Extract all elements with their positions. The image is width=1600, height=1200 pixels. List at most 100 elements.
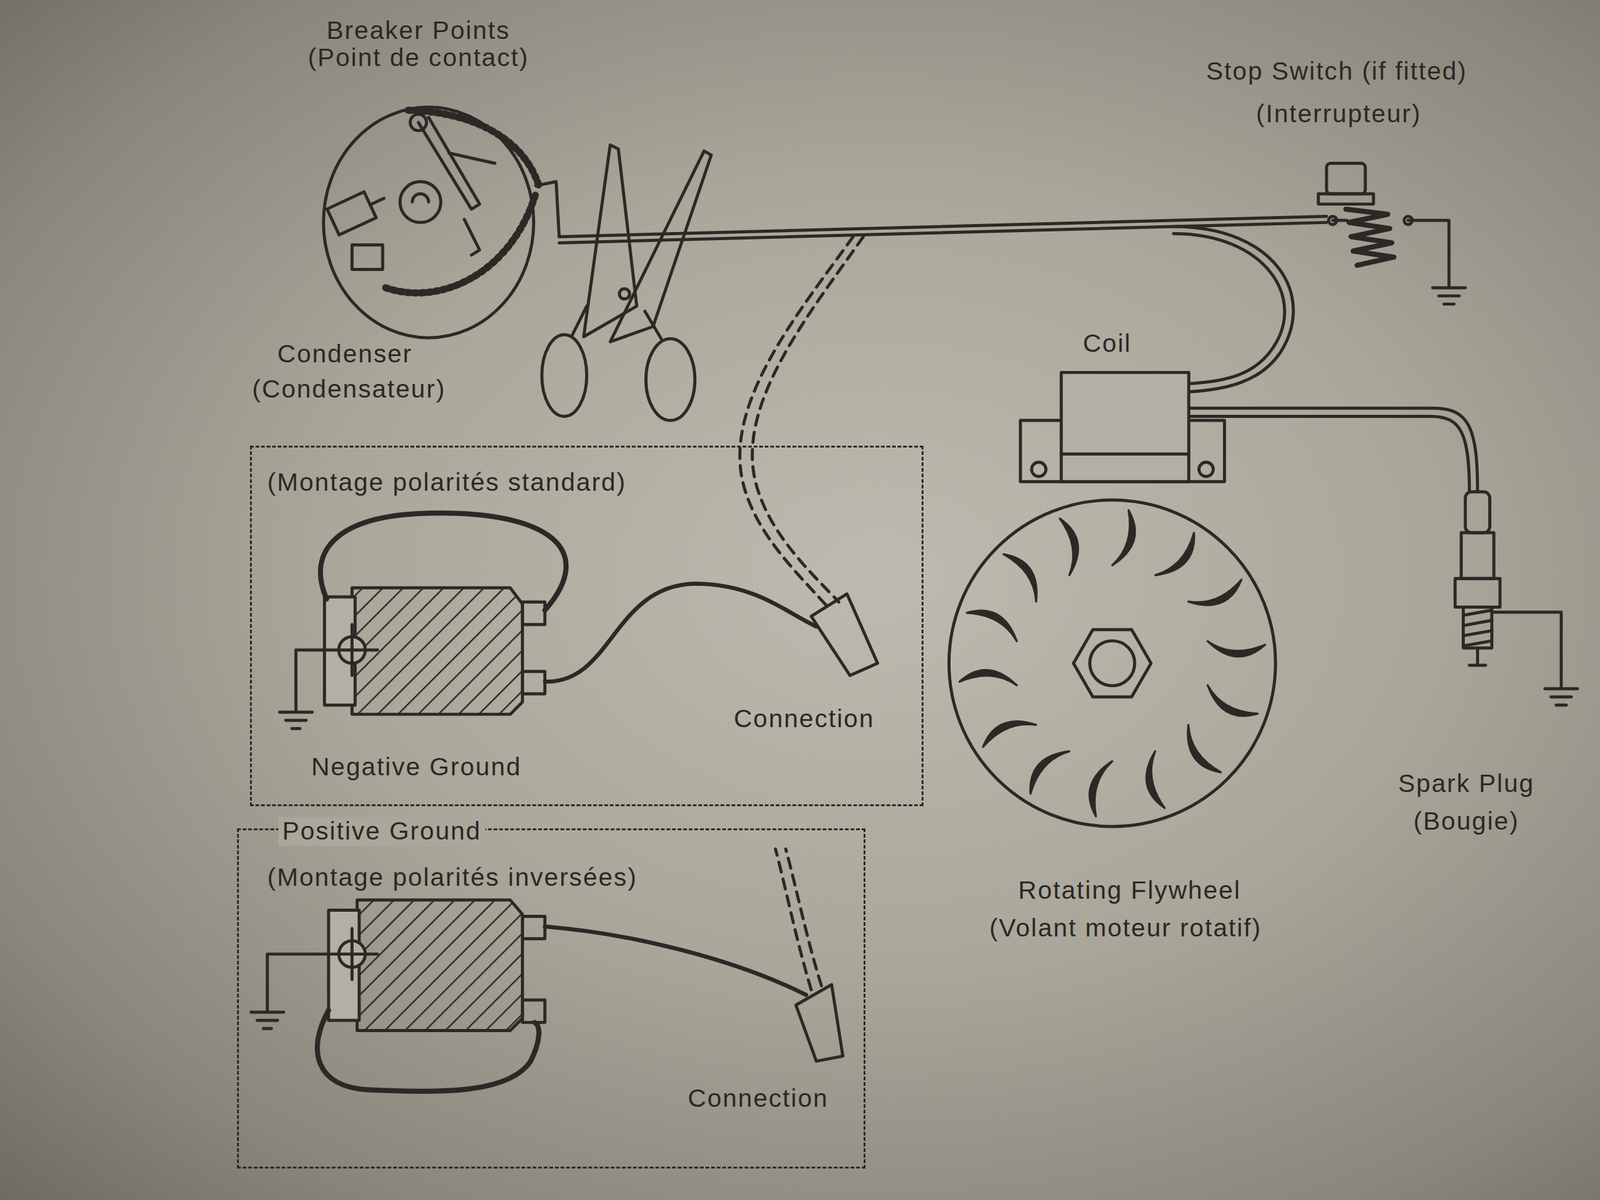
drawing-stroke [1432, 287, 1466, 304]
part-label: Breaker Points [326, 16, 511, 46]
drawing-stroke [385, 193, 536, 293]
drawing-stroke [1174, 724, 1231, 778]
drawing-stroke [1061, 454, 1189, 483]
drawing-stroke [1545, 688, 1578, 705]
drawing-stroke [1465, 491, 1491, 533]
drawing-stroke [775, 848, 812, 990]
drawing-stroke [1112, 510, 1136, 566]
coil-wire [1173, 226, 1478, 492]
drawing-stroke [327, 191, 376, 236]
drawing-stroke [418, 117, 480, 210]
ignition-module [251, 848, 844, 1092]
drawing-stroke [1173, 233, 1285, 384]
drawing-stroke [522, 671, 545, 694]
drawing-stroke [279, 650, 313, 729]
drawing-stroke [1173, 226, 1294, 392]
drawing-stroke [1188, 408, 1478, 492]
drawing-stroke [1198, 462, 1213, 477]
drawing-stroke [1031, 462, 1046, 477]
drawing-stroke [464, 219, 480, 255]
part-label: (Bougie) [1413, 806, 1520, 836]
part-label: Spark Plug [1398, 769, 1535, 799]
drawing-stroke [619, 288, 630, 300]
drawing-stroke [357, 900, 523, 1031]
drawing-stroke [522, 601, 545, 625]
drawing-stroke [571, 306, 588, 338]
drawing-stroke [323, 107, 534, 339]
drawing-stroke [448, 153, 495, 164]
box-text: Connection [733, 704, 875, 734]
drawing-stroke [1154, 525, 1200, 586]
drawing-stroke [1188, 566, 1246, 620]
drawing-stroke [610, 151, 712, 342]
drawing-stroke [795, 984, 843, 1062]
polarity-box: Positive Ground(Montage polarités invers… [237, 828, 866, 1168]
breaker-points [323, 107, 560, 339]
drawing-stroke [320, 512, 567, 610]
ignition-coil [1020, 372, 1225, 482]
drawing-stroke [251, 954, 317, 1030]
drawing-stroke [811, 593, 878, 676]
drawing-stroke [645, 311, 662, 339]
drawing-stroke [1462, 607, 1492, 649]
drawing-stroke [559, 222, 1327, 243]
drawing-stroke [993, 549, 1050, 602]
drawing-stroke [1089, 761, 1113, 817]
part-label: (Interrupteur) [1256, 100, 1422, 130]
part-label: Rotating Flywheel [1018, 876, 1242, 906]
drawing-stroke [958, 662, 1017, 698]
drawing-stroke [1462, 610, 1492, 647]
part-label: (Volant moteur rotatif) [989, 914, 1262, 944]
drawing-stroke [1045, 516, 1090, 576]
drawing-stroke [370, 198, 384, 205]
drawing-stroke [522, 1000, 545, 1023]
drawing-stroke [1318, 193, 1374, 205]
drawing-stroke [317, 1010, 539, 1092]
drawing-stroke [545, 926, 807, 996]
polarity-box: (Montage polarités standard) Negative Gro… [250, 445, 924, 807]
drawing-stroke [400, 181, 441, 223]
drawing-stroke [979, 707, 1036, 760]
drawing-stroke [948, 500, 1276, 827]
drawing-stroke [522, 916, 545, 939]
drawing-stroke [1408, 220, 1449, 288]
drawing-stroke [962, 606, 1022, 642]
drawing-stroke [1089, 640, 1135, 686]
spark-plug [1454, 491, 1578, 705]
drawing-stroke [1202, 685, 1262, 720]
drawing-stroke [412, 193, 429, 202]
drawing-stroke [1326, 162, 1366, 194]
part-label: Coil [1082, 329, 1132, 359]
flywheel [948, 500, 1276, 827]
drawing-stroke [1207, 629, 1267, 664]
drawing-stroke [752, 237, 864, 603]
scissors [541, 145, 712, 421]
drawing-stroke [1134, 751, 1180, 811]
drawing-stroke [1073, 629, 1152, 697]
drawing-stroke [1493, 612, 1562, 689]
box-text: Negative Ground [311, 753, 522, 783]
stop-switch [1318, 162, 1466, 304]
drawing-stroke [1024, 741, 1070, 801]
box-text: (Montage polarités standard) [267, 467, 627, 497]
box-text: (Montage polarités inversées) [267, 862, 638, 892]
drawing-stroke [545, 583, 817, 683]
box-text: Connection [687, 1084, 829, 1114]
part-label: (Point de contact) [308, 43, 530, 73]
drawing-stroke [316, 928, 378, 980]
drawing-stroke [1061, 372, 1189, 454]
drawing-stroke [541, 334, 588, 417]
drawing-stroke [785, 848, 822, 986]
drawing-stroke [1469, 648, 1486, 666]
box-text: Positive Ground [278, 817, 485, 847]
drawing-stroke [535, 181, 560, 237]
drawing-stroke [1188, 416, 1470, 492]
drawing-stroke [306, 624, 378, 676]
drawing-stroke [1461, 532, 1494, 579]
drawing-stroke [1454, 578, 1500, 607]
drawing-stroke [408, 110, 539, 186]
drawing-stroke [583, 145, 638, 338]
